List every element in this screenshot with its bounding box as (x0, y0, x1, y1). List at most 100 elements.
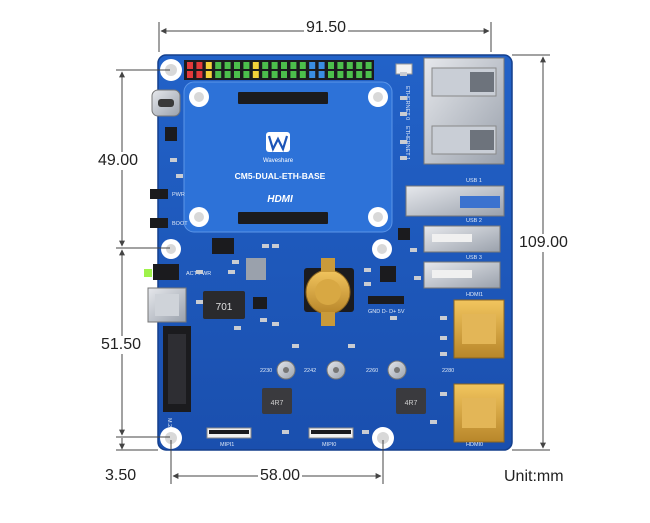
passive-component (440, 316, 447, 320)
dimension-right-height: 109.00 (517, 234, 570, 252)
board-name: CM5-DUAL-ETH-BASE (235, 171, 326, 181)
passive-component (176, 174, 183, 178)
passive-component (272, 322, 279, 326)
gpio-pin (328, 62, 334, 69)
ic-small-2 (253, 297, 267, 309)
passive-component (272, 244, 279, 248)
passive-component (170, 158, 177, 162)
gpio-pin (252, 71, 259, 78)
mipi1-label: MIPI1 (220, 442, 234, 448)
hdmi1-port (453, 299, 505, 359)
gpio-pin (290, 62, 297, 69)
gpio-pin (290, 71, 297, 78)
gpio-pin (243, 71, 250, 78)
rtc-connector-inner (155, 294, 179, 316)
m2-2230-label: 2230 (260, 368, 272, 374)
brand-name: Waveshare (263, 158, 294, 164)
passive-component (400, 112, 407, 116)
ic-small-1 (246, 258, 266, 280)
gpio-pin (281, 71, 287, 78)
mipi0-label: MIPI0 (322, 442, 336, 448)
inductor-left-marking: 4R7 (271, 400, 284, 407)
dimension-top-width: 91.50 (304, 19, 349, 37)
inductor-right (396, 388, 426, 414)
m2-2280-label: 2280 (442, 368, 454, 374)
gpio-pin (234, 62, 240, 69)
gpio-pin (262, 62, 269, 69)
dimension-left-upper: 49.00 (96, 152, 141, 170)
passive-component (292, 344, 299, 348)
gpio-pin (262, 71, 269, 78)
m2-slot (163, 326, 191, 412)
gpio-pin (271, 62, 278, 69)
led-connector (153, 264, 179, 280)
waveshare-logo-icon (266, 132, 290, 152)
gpio-pin (356, 71, 363, 78)
gpio-pin (196, 71, 203, 78)
gpio-pin (299, 71, 306, 78)
m2-2242-label: 2242 (304, 368, 316, 374)
hdmi1-label: HDMI1 (466, 292, 483, 298)
ic-small-5 (398, 228, 410, 240)
gpio-pin (281, 62, 287, 69)
gpio-pin (243, 62, 250, 69)
mounting-hole-top-left (160, 59, 182, 81)
passive-component (196, 270, 203, 274)
pwr-label: PWR (172, 192, 185, 198)
passive-component (364, 282, 371, 286)
gpio-pin (328, 71, 334, 78)
passive-component (362, 430, 369, 434)
passive-component (400, 156, 407, 160)
mounting-hole-module-tl (189, 87, 209, 107)
usb3-label: USB 3 (466, 255, 482, 261)
power-switch (165, 127, 177, 141)
chip-marking: 701 (216, 302, 233, 313)
mounting-hole-module-bl (189, 207, 209, 227)
dimension-bottom-offset: 3.50 (105, 467, 137, 484)
gpio-pin (215, 62, 222, 69)
inductor-right-marking: 4R7 (405, 400, 418, 407)
passive-component (400, 72, 407, 76)
mounting-hole-bottom-left (160, 427, 182, 449)
gpio-pin (346, 71, 353, 78)
passive-component (440, 392, 447, 396)
m2-2260-label: 2260 (366, 368, 378, 374)
passive-component (364, 268, 371, 272)
gpio-pin (205, 62, 212, 69)
passive-component (414, 276, 421, 280)
gpio-pin (365, 62, 372, 69)
gpio-pin (365, 71, 372, 78)
m2-standoff-2230 (276, 360, 296, 380)
gpio-pin (318, 71, 325, 78)
eth0-label: ETHERNET 0 (404, 86, 410, 120)
passive-component (440, 336, 447, 340)
passive-components (170, 72, 447, 434)
mounting-hole-module-tr (368, 87, 388, 107)
passive-component (410, 248, 417, 252)
board-to-board-connector-bottom (238, 212, 328, 224)
boot-button (150, 218, 168, 228)
gpio-pin (224, 62, 231, 69)
gpio-pin (215, 71, 222, 78)
gpio-pin (252, 62, 259, 69)
ethernet-jack (423, 57, 505, 165)
gpio-pin (356, 62, 363, 69)
usb-pin-header (368, 296, 404, 304)
gpio-pin (234, 71, 240, 78)
passive-component (430, 420, 437, 424)
gpio-pin (309, 71, 316, 78)
boot-label: BOOT (172, 221, 188, 227)
usb-port-3 (423, 261, 501, 289)
passive-component (390, 316, 397, 320)
passive-component (196, 300, 203, 304)
passive-component (262, 244, 269, 248)
mounting-hole-bottom-right (372, 427, 394, 449)
usb-port-1 (405, 185, 505, 217)
m2-label: M.2 (166, 418, 172, 427)
hdmi0-port (453, 383, 505, 443)
gpio-pin (337, 71, 344, 78)
gpio-pin (337, 62, 344, 69)
gpio-pin (346, 62, 353, 69)
gpio-pin (187, 62, 193, 69)
